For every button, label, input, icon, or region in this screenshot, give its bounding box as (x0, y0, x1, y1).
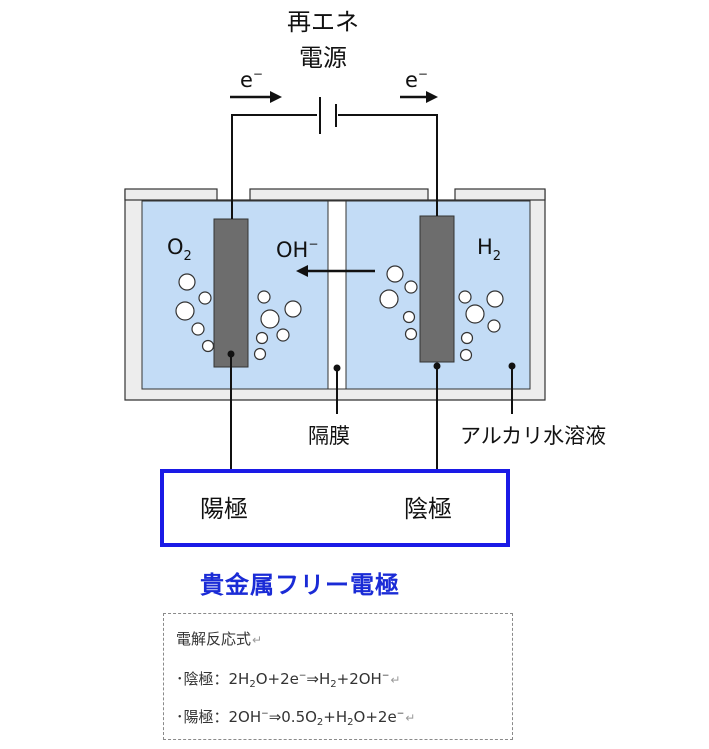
electrode-title: 貴金属フリー電極 (200, 571, 400, 599)
electron-label-right: e− (405, 67, 428, 92)
electrode-box (160, 469, 510, 547)
wire-left (231, 114, 317, 219)
anode-label: 陽極 (200, 495, 248, 523)
membrane (327, 200, 347, 390)
oxygen-label: O2 (167, 235, 192, 264)
reaction-title: 電解反応式↵ (176, 630, 263, 648)
anode-reaction: ･陽極：2OH−⇒0.5O2+H2O+2e−↵ (176, 708, 416, 728)
hydroxide-label: OH− (276, 237, 319, 262)
cathode-reaction: ･陰極：2H2O+2e−⇒H2+2OH−↵ (176, 670, 401, 690)
hydrogen-label: H2 (477, 235, 502, 264)
solution-label: アルカリ水溶液 (460, 424, 607, 448)
wire-right (338, 114, 438, 216)
electron-arrow-left-head (270, 91, 282, 103)
electron-arrow-right-head (426, 91, 438, 103)
anode-electrode (213, 218, 249, 368)
hydroxide-arrow-head (296, 265, 308, 277)
electron-label-left: e− (240, 67, 263, 92)
lid-right (454, 188, 546, 201)
power-source-label-line1: 再エネ (287, 8, 359, 36)
bubbles (175, 265, 504, 362)
power-source-label-line2: 電源 (299, 44, 347, 72)
cathode-electrode (419, 215, 455, 363)
lid-middle (249, 188, 429, 201)
reaction-box: 電解反応式↵ ･陰極：2H2O+2e−⇒H2+2OH−↵ ･陽極：2OH−⇒0.… (163, 613, 513, 740)
lid-left (124, 188, 218, 201)
membrane-label: 隔膜 (308, 424, 350, 448)
cathode-label: 陰極 (404, 495, 452, 523)
